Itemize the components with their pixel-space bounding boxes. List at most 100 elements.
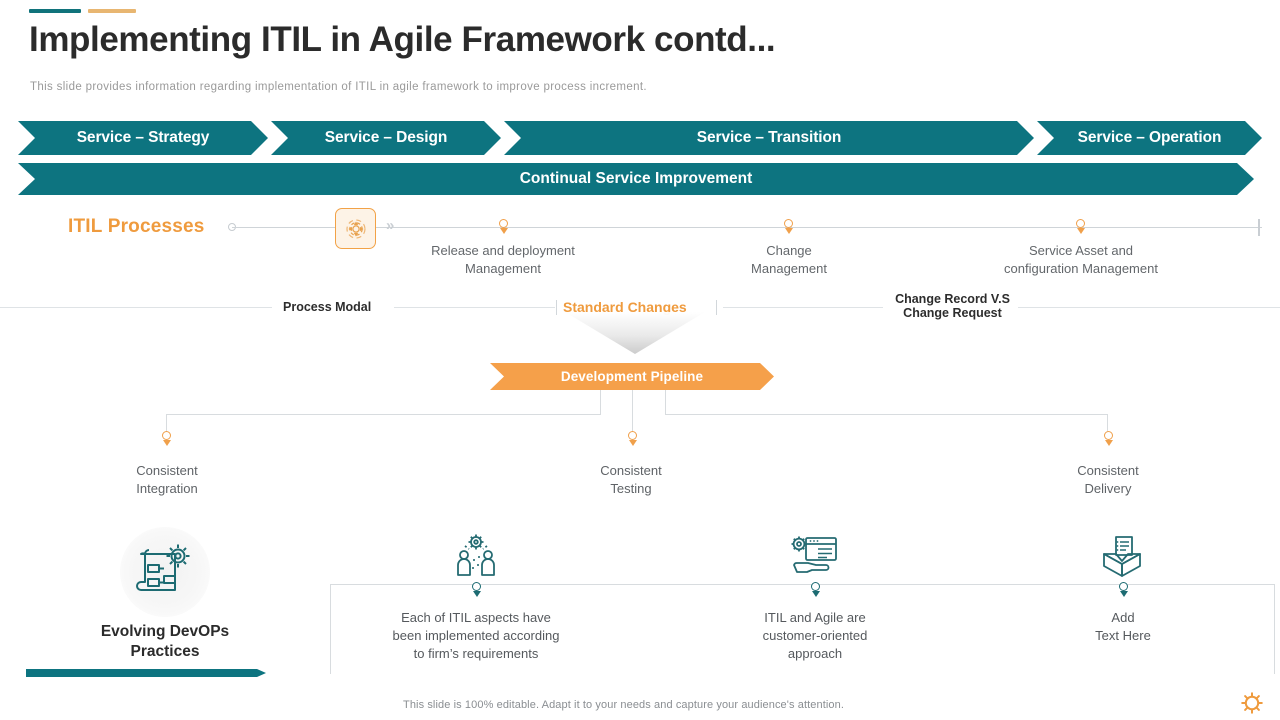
pin-ring — [628, 431, 637, 440]
pipeline-drop-right — [665, 390, 666, 414]
pin-triangle — [811, 591, 820, 597]
devops-title-line-1: Evolving DevOPs — [100, 623, 230, 640]
modal-line-mid-right — [723, 307, 883, 308]
pin-triangle — [1119, 591, 1128, 597]
bottom-pin-3 — [1118, 582, 1129, 600]
page-title: Implementing ITIL in Agile Framework con… — [29, 20, 776, 59]
pin-triangle — [784, 228, 793, 234]
caption-line-2: Testing — [610, 481, 652, 496]
caption-line-3: approach — [787, 646, 843, 661]
pin-ring — [784, 219, 793, 228]
continual-service-improvement-band[interactable]: Continual Service Improvement — [18, 163, 1254, 195]
change-record-label: Change Record V.S Change Request — [890, 292, 1015, 320]
process-timeline-endcap — [1258, 219, 1260, 236]
consistent-caption-1: Consistent Integration — [67, 462, 267, 498]
pipeline-rail-left — [166, 414, 601, 415]
bottom-caption-3: Add Text Here — [1013, 609, 1233, 645]
bottom-caption-2: ITIL and Agile are customer-oriented app… — [705, 609, 925, 663]
consistent-pin-1 — [161, 431, 172, 449]
pipeline-drop-left — [600, 390, 601, 414]
caption-line-2: configuration Management — [1004, 261, 1158, 276]
consistent-caption-2: Consistent Testing — [531, 462, 731, 498]
pipeline-rail-right — [665, 414, 1108, 415]
accent-bar-teal — [29, 9, 81, 13]
caption-line-2: customer-oriented — [762, 628, 868, 643]
process-pin-1 — [498, 219, 509, 237]
page-subtitle: This slide provides information regardin… — [30, 81, 647, 93]
bottom-caption-1: Each of ITIL aspects have been implement… — [366, 609, 586, 663]
caption-line-1: Consistent — [136, 463, 198, 478]
devops-underline-bar — [26, 669, 266, 677]
double-chevron-icon: » — [386, 217, 395, 234]
csi-label: Continual Service Improvement — [519, 170, 753, 187]
caption-line-1: Release and deployment — [431, 243, 575, 258]
bottom-bracket — [330, 584, 1275, 674]
process-caption-3: Service Asset and configuration Manageme… — [966, 242, 1196, 278]
itil-processes-label: ITIL Processes — [68, 216, 205, 237]
stage-label: Service – Strategy — [76, 129, 210, 146]
stage-service-operation[interactable]: Service – Operation — [1037, 121, 1262, 155]
bottom-pin-1 — [471, 582, 482, 600]
caption-line-3: to firm’s requirements — [413, 646, 539, 661]
process-caption-1: Release and deployment Management — [388, 242, 618, 278]
gear-process-icon-box[interactable] — [335, 208, 376, 249]
development-pipeline-label: Development Pipeline — [560, 369, 704, 384]
box-document-icon — [1098, 533, 1146, 577]
devops-title-line-2: Practices — [130, 643, 200, 660]
development-pipeline-banner[interactable]: Development Pipeline — [490, 363, 774, 390]
gear-icon[interactable] — [1240, 691, 1264, 715]
bottom-bracket-right-edge — [1274, 584, 1275, 674]
pin-triangle — [499, 228, 508, 234]
stage-label: Service – Transition — [696, 129, 842, 146]
modal-line-left — [0, 307, 272, 308]
pin-triangle — [1076, 228, 1085, 234]
consistent-pin-3 — [1103, 431, 1114, 449]
devops-title: Evolving DevOPs Practices — [45, 622, 285, 662]
pin-triangle — [1104, 440, 1113, 446]
caption-line-1: Add — [1111, 610, 1135, 625]
consistent-pin-2 — [627, 431, 638, 449]
modal-tick-left — [556, 300, 557, 315]
team-gear-icon — [452, 533, 500, 577]
accent-bars — [29, 9, 136, 13]
pin-triangle — [472, 591, 481, 597]
devops-icon-halo — [120, 527, 210, 617]
process-pin-3 — [1075, 219, 1086, 237]
caption-line-2: been implemented according — [392, 628, 560, 643]
stage-service-design[interactable]: Service – Design — [271, 121, 501, 155]
caption-line-2: Integration — [136, 481, 198, 496]
pin-triangle — [628, 440, 637, 446]
pin-ring — [1104, 431, 1113, 440]
process-timeline — [232, 227, 1262, 228]
process-pin-2 — [783, 219, 794, 237]
modal-tick-right — [716, 300, 717, 315]
bottom-pin-2 — [810, 582, 821, 600]
pin-ring — [1076, 219, 1085, 228]
process-modal-label: Process Modal — [283, 300, 372, 314]
pin-triangle — [162, 440, 171, 446]
change-record-line-2: Change Request — [903, 306, 1002, 320]
service-stage-band: Service – Strategy Service – Design Serv… — [18, 121, 1262, 155]
stage-label: Service – Design — [324, 129, 448, 146]
blueprint-gear-icon — [133, 538, 197, 600]
consistent-drop-1 — [166, 414, 167, 438]
caption-line-1: ITIL and Agile are — [764, 610, 866, 625]
pin-ring — [811, 582, 820, 591]
caption-line-1: Consistent — [600, 463, 662, 478]
caption-line-2: Text Here — [1095, 628, 1151, 643]
stage-service-strategy[interactable]: Service – Strategy — [18, 121, 268, 155]
accent-bar-gold — [88, 9, 136, 13]
stage-label: Service – Operation — [1077, 129, 1222, 146]
consistent-drop-3 — [1107, 414, 1108, 438]
pin-ring — [499, 219, 508, 228]
pin-ring — [162, 431, 171, 440]
caption-line-1: Consistent — [1077, 463, 1139, 478]
hand-document-gear-icon — [790, 534, 838, 576]
funnel-arrow-shape — [565, 312, 705, 354]
modal-line-right — [1018, 307, 1280, 308]
caption-line-1: Each of ITIL aspects have — [401, 610, 551, 625]
caption-line-2: Management — [751, 261, 827, 276]
stage-service-transition[interactable]: Service – Transition — [504, 121, 1034, 155]
change-record-line-1: Change Record V.S — [895, 292, 1010, 306]
